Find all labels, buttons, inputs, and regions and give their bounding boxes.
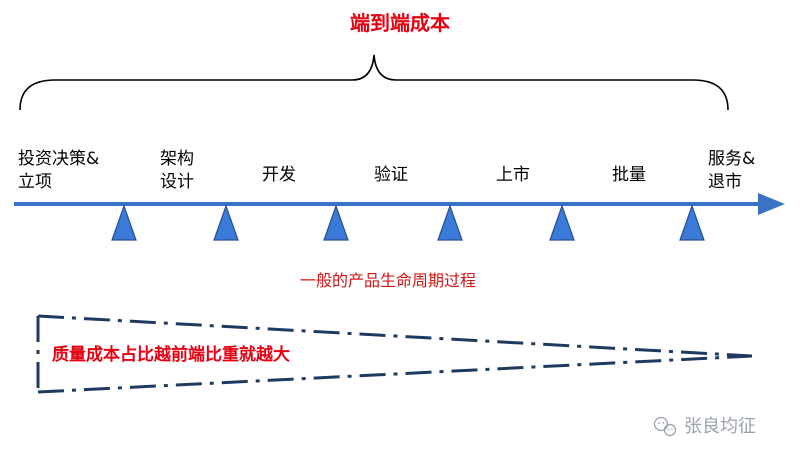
stage-label-verification: 验证	[374, 165, 408, 185]
milestone-triangle	[679, 204, 705, 241]
stage-label-line: 退市	[708, 172, 742, 192]
stage-label-line: 服务&	[708, 149, 755, 169]
lifecycle-caption: 一般的产品生命周期过程	[300, 271, 476, 290]
milestone-triangle	[437, 204, 463, 241]
stage-label-architecture: 架构 设计	[160, 149, 199, 192]
stage-label-line: 投资决策&	[18, 149, 99, 169]
milestone-triangle	[213, 204, 239, 241]
wedge-bottom-edge	[37, 354, 753, 394]
stage-label-line: 批量	[612, 165, 646, 185]
stage-label-line: 设计	[160, 172, 194, 192]
stage-label-line: 立项	[18, 172, 52, 192]
stage-label-line: 上市	[496, 165, 530, 185]
milestone-markers	[111, 204, 705, 241]
quality-cost-wedge	[36, 314, 753, 394]
stage-label-line: 开发	[262, 165, 296, 185]
stage-label-launch: 上市	[496, 165, 530, 185]
stage-label-line: 验证	[374, 165, 408, 185]
stage-labels: 投资决策& 立项 架构 设计 开发 验证 上市 批量 服务& 退市	[18, 149, 761, 192]
quality-cost-statement: 质量成本占比越前端比重就越大	[52, 344, 290, 365]
stage-label-volume: 批量	[612, 165, 646, 185]
watermark-text: 张良均征	[684, 416, 756, 437]
stage-label-development: 开发	[262, 165, 296, 185]
timeline-arrow-head	[758, 193, 785, 215]
milestone-triangle	[323, 204, 349, 241]
wechat-icon	[653, 416, 677, 437]
stage-label-investment: 投资决策& 立项	[18, 149, 105, 192]
end-to-end-brace	[19, 54, 729, 111]
stage-label-line: 架构	[160, 149, 194, 169]
watermark: 张良均征	[653, 416, 756, 437]
milestone-triangle	[111, 204, 137, 241]
diagram-title: 端到端成本	[350, 11, 450, 35]
milestone-triangle	[549, 204, 575, 241]
stage-label-service: 服务& 退市	[708, 149, 761, 192]
wedge-top-edge	[37, 314, 753, 358]
